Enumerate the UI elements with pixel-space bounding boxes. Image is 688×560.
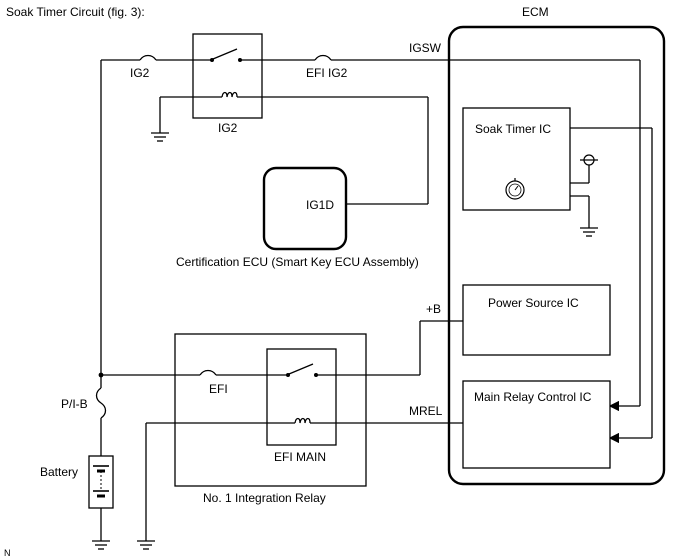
- cert-ecu-label: Certification ECU (Smart Key ECU Assembl…: [176, 255, 419, 269]
- corner-label: N: [4, 548, 11, 558]
- ig2-fuse: [139, 54, 157, 61]
- ig2-coil: [221, 91, 238, 98]
- ig2-switch-blade: [212, 48, 238, 60]
- main-relay-ic-box: [462, 380, 611, 469]
- pib-fuse: [95, 387, 107, 419]
- power-source-ic-label: Power Source IC: [488, 296, 579, 310]
- ig1d-label: IG1D: [306, 198, 334, 212]
- efi-main-label: EFI MAIN: [274, 450, 326, 464]
- power-source-ic-box: [462, 284, 611, 356]
- mrel-label: MREL: [409, 404, 443, 418]
- battery-icon: [93, 465, 109, 498]
- ig2-relay: [192, 33, 263, 119]
- ground-icon: [151, 132, 169, 142]
- igsw-label: IGSW: [409, 41, 442, 55]
- certification-ecu-box: [262, 166, 348, 251]
- efi-main-coil: [294, 417, 311, 424]
- ig2-relay-label: IG2: [218, 121, 238, 135]
- integration-relay-label: No. 1 Integration Relay: [203, 491, 326, 505]
- supply-icon: [580, 154, 598, 166]
- efi-main-relay: [266, 348, 337, 446]
- ig2-fuse-label: IG2: [130, 66, 150, 80]
- efi-switch-blade: [288, 363, 314, 375]
- efi-ig2-fuse: [314, 54, 332, 61]
- soak-timer-ic-label: Soak Timer IC: [475, 122, 551, 136]
- ground-icon: [137, 540, 155, 550]
- main-relay-ic-label: Main Relay Control IC: [474, 390, 592, 404]
- efi-fuse: [199, 369, 217, 376]
- battery-box: [88, 455, 114, 509]
- ecm-box: [447, 25, 666, 486]
- pib-label: P/I-B: [61, 397, 88, 411]
- efi-label: EFI: [209, 382, 228, 396]
- plus-b-label: +B: [426, 302, 441, 316]
- efi-ig2-label: EFI IG2: [306, 66, 348, 80]
- ground-icon: [580, 227, 598, 237]
- battery-label: Battery: [40, 465, 78, 479]
- ecm-label: ECM: [522, 5, 549, 19]
- diagram-title: Soak Timer Circuit (fig. 3):: [6, 5, 145, 19]
- timer-icon: [505, 178, 525, 200]
- junction-dot: [98, 372, 104, 378]
- ground-icon: [92, 540, 110, 550]
